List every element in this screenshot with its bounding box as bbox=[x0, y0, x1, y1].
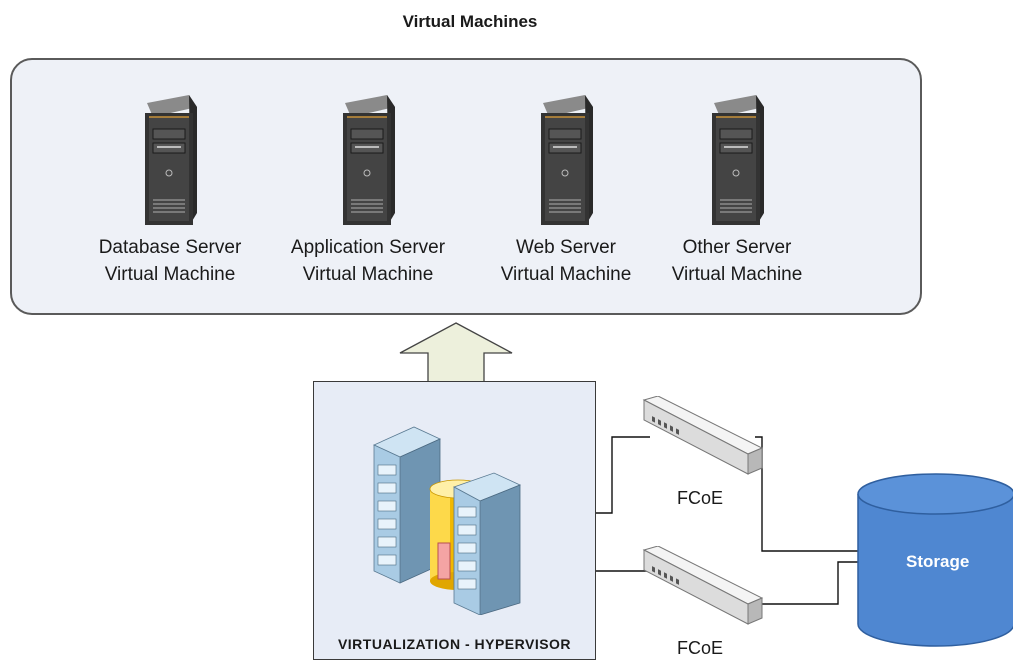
vm-label-web: Web Server Virtual Machine bbox=[481, 234, 651, 288]
hypervisor-label: VIRTUALIZATION - HYPERVISOR bbox=[337, 636, 572, 652]
server-tower-icon bbox=[145, 95, 197, 225]
vm-label-database: Database Server Virtual Machine bbox=[85, 234, 255, 288]
upward-arrow bbox=[399, 322, 513, 383]
switch-label: FCoE bbox=[677, 638, 724, 658]
vm-name: Other Server bbox=[682, 237, 792, 258]
diagram-title: Virtual Machines bbox=[402, 12, 538, 31]
vm-label-application: Application Server Virtual Machine bbox=[283, 234, 453, 288]
vm-type: Virtual Machine bbox=[104, 264, 236, 285]
network-switch-icon bbox=[642, 546, 764, 625]
vm-name: Web Server bbox=[516, 237, 616, 258]
vm-name: Database Server bbox=[98, 237, 242, 258]
storage-cylinder-icon bbox=[857, 473, 1013, 647]
hypervisor-servers-icon bbox=[373, 426, 522, 615]
server-tower-icon bbox=[343, 95, 395, 225]
vm-type: Virtual Machine bbox=[671, 264, 803, 285]
vm-type: Virtual Machine bbox=[500, 264, 632, 285]
vm-name: Application Server bbox=[290, 237, 446, 258]
server-tower-icon bbox=[712, 95, 764, 225]
vm-application-server bbox=[283, 95, 453, 229]
vm-other-server bbox=[652, 95, 822, 229]
server-tower-icon bbox=[541, 95, 593, 225]
vm-database-server bbox=[85, 95, 255, 229]
vm-web-server bbox=[481, 95, 651, 229]
network-switch-icon bbox=[642, 396, 764, 475]
storage-label: Storage bbox=[906, 552, 970, 571]
server-rack-icon bbox=[453, 472, 522, 615]
vm-type: Virtual Machine bbox=[302, 264, 434, 285]
switch-label: FCoE bbox=[677, 488, 724, 508]
vm-label-other: Other Server Virtual Machine bbox=[652, 234, 822, 288]
